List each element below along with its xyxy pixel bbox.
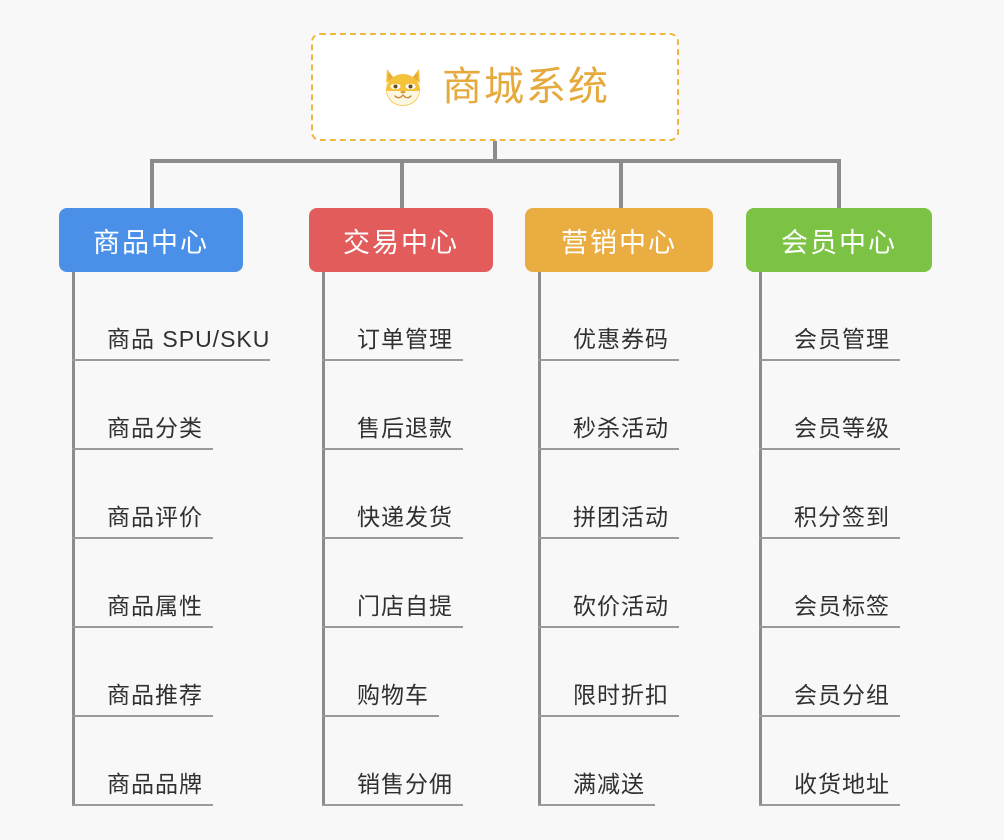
leaf-item[interactable]: 商品 SPU/SKU <box>72 272 272 361</box>
leaf-item-label: 快递发货 <box>357 504 453 530</box>
leaf-item-label: 满减送 <box>573 771 645 797</box>
leaf-item-underline <box>322 448 463 450</box>
leaf-item[interactable]: 销售分佣 <box>322 717 500 806</box>
leaf-item-label: 售后退款 <box>357 415 453 441</box>
leaf-item-underline <box>759 804 900 806</box>
leaf-item[interactable]: 会员分组 <box>759 628 939 717</box>
leaf-item-underline <box>322 359 463 361</box>
leaf-item-underline <box>759 359 900 361</box>
category-box-label: 会员中心 <box>781 227 897 258</box>
leaf-item-underline <box>759 448 900 450</box>
leaf-item-underline <box>72 448 213 450</box>
category-box-1[interactable]: 商品中心 <box>59 208 243 272</box>
leaf-item-label: 订单管理 <box>357 326 453 352</box>
leaf-item-label: 会员等级 <box>794 415 890 441</box>
leaf-item-label: 会员分组 <box>794 682 890 708</box>
leaf-item-label: 拼团活动 <box>573 504 669 530</box>
leaf-item-label: 砍价活动 <box>573 593 669 619</box>
leaf-item[interactable]: 商品品牌 <box>72 717 272 806</box>
leaf-item-label: 商品评价 <box>107 504 203 530</box>
leaf-item-underline <box>322 626 463 628</box>
leaf-item-underline <box>72 715 213 717</box>
leaf-item-label: 商品分类 <box>107 415 203 441</box>
leaf-item-underline <box>538 626 679 628</box>
leaf-trunk-line <box>538 272 541 806</box>
leaf-item-underline <box>538 537 679 539</box>
category-box-4[interactable]: 会员中心 <box>746 208 932 272</box>
leaf-item-label: 商品属性 <box>107 593 203 619</box>
leaf-item-underline <box>759 715 900 717</box>
leaf-item-label: 会员管理 <box>794 326 890 352</box>
connector-root-stem <box>493 141 497 162</box>
leaf-item-label: 优惠券码 <box>573 326 669 352</box>
leaf-item-underline <box>72 626 213 628</box>
leaf-item-underline <box>322 804 463 806</box>
root-node-card[interactable]: 商城系统 <box>311 33 679 141</box>
leaf-item[interactable]: 商品推荐 <box>72 628 272 717</box>
category-box-2[interactable]: 交易中心 <box>309 208 493 272</box>
leaf-item[interactable]: 秒杀活动 <box>538 361 716 450</box>
leaf-item[interactable]: 限时折扣 <box>538 628 716 717</box>
leaf-item[interactable]: 会员等级 <box>759 361 939 450</box>
leaf-column-1: 商品 SPU/SKU 商品分类商品评价商品属性商品推荐商品品牌 <box>72 272 272 806</box>
leaf-item-underline <box>72 537 213 539</box>
leaf-item-underline <box>538 448 679 450</box>
leaf-trunk-line <box>759 272 762 806</box>
leaf-item-label: 门店自提 <box>357 593 453 619</box>
leaf-item[interactable]: 售后退款 <box>322 361 500 450</box>
leaf-item-underline <box>322 537 463 539</box>
leaf-item[interactable]: 满减送 <box>538 717 716 806</box>
leaf-item[interactable]: 拼团活动 <box>538 450 716 539</box>
leaf-item[interactable]: 门店自提 <box>322 539 500 628</box>
leaf-column-4: 会员管理会员等级积分签到会员标签会员分组收货地址 <box>759 272 939 806</box>
connector-horizontal-bus <box>150 159 838 163</box>
leaf-item-label: 商品推荐 <box>107 682 203 708</box>
leaf-item[interactable]: 订单管理 <box>322 272 500 361</box>
leaf-item-label: 商品 SPU/SKU <box>107 326 271 352</box>
root-node-title: 商城系统 <box>442 65 610 109</box>
leaf-item[interactable]: 会员标签 <box>759 539 939 628</box>
leaf-item-label: 销售分佣 <box>357 771 453 797</box>
leaf-item[interactable]: 商品评价 <box>72 450 272 539</box>
leaf-item[interactable]: 快递发货 <box>322 450 500 539</box>
leaf-item[interactable]: 商品属性 <box>72 539 272 628</box>
leaf-item-underline <box>759 626 900 628</box>
category-box-label: 交易中心 <box>343 227 459 258</box>
leaf-trunk-line <box>72 272 75 806</box>
leaf-item-label: 收货地址 <box>794 771 890 797</box>
connector-drop-4 <box>837 159 841 209</box>
leaf-item-label: 购物车 <box>357 682 429 708</box>
category-box-3[interactable]: 营销中心 <box>525 208 713 272</box>
leaf-column-2: 订单管理售后退款快递发货门店自提购物车销售分佣 <box>322 272 500 806</box>
leaf-item-label: 会员标签 <box>794 593 890 619</box>
leaf-item-underline <box>72 804 213 806</box>
leaf-item-label: 秒杀活动 <box>573 415 669 441</box>
leaf-item-underline <box>72 359 270 361</box>
leaf-item-label: 积分签到 <box>794 504 890 530</box>
category-box-label: 营销中心 <box>561 227 677 258</box>
leaf-column-3: 优惠券码秒杀活动拼团活动砍价活动限时折扣满减送 <box>538 272 716 806</box>
leaf-item[interactable]: 积分签到 <box>759 450 939 539</box>
leaf-item[interactable]: 砍价活动 <box>538 539 716 628</box>
connector-drop-2 <box>400 159 404 209</box>
category-box-label: 商品中心 <box>93 227 209 258</box>
leaf-item-underline <box>538 359 679 361</box>
leaf-item[interactable]: 会员管理 <box>759 272 939 361</box>
leaf-item[interactable]: 优惠券码 <box>538 272 716 361</box>
connector-drop-1 <box>150 159 154 209</box>
leaf-item-underline <box>759 537 900 539</box>
leaf-item-label: 限时折扣 <box>573 682 669 708</box>
leaf-item-underline <box>322 715 439 717</box>
leaf-item[interactable]: 购物车 <box>322 628 500 717</box>
leaf-item[interactable]: 收货地址 <box>759 717 939 806</box>
leaf-item[interactable]: 商品分类 <box>72 361 272 450</box>
leaf-trunk-line <box>322 272 325 806</box>
leaf-item-underline <box>538 715 679 717</box>
leaf-item-label: 商品品牌 <box>107 771 203 797</box>
leaf-item-underline <box>538 804 655 806</box>
shiba-dog-face-icon <box>380 63 428 111</box>
connector-drop-3 <box>619 159 623 209</box>
